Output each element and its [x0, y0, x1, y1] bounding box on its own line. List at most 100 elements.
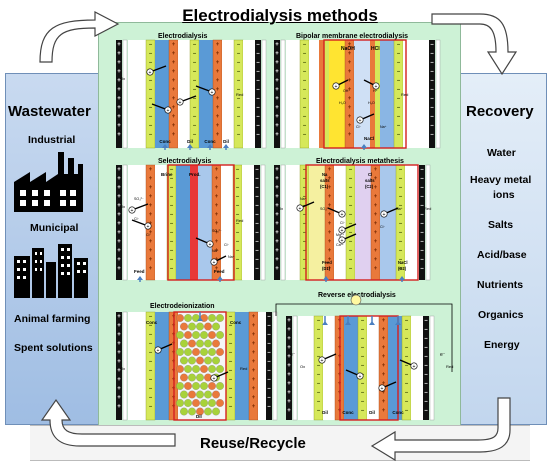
sed-seg-3 — [155, 165, 167, 280]
sed-seg-10-sign: – — [236, 257, 240, 263]
bmed-seg-6-sign: + — [348, 123, 352, 129]
edi-seg-2-sign: – — [149, 359, 153, 365]
red-seg-6-sign: – — [361, 318, 365, 324]
edi-resin-bead — [192, 365, 200, 373]
bmed-seg-2-sign: – — [303, 123, 307, 129]
ed-bottom-label-2: Conc — [204, 139, 216, 144]
bmed-seg-1 — [286, 40, 300, 148]
ed-seg-12-sign: – — [256, 42, 260, 48]
ed-seg-0-sign: + — [117, 51, 121, 57]
edm-seg-0-sign: + — [275, 230, 279, 236]
edm-seg-0-sign: + — [275, 212, 279, 218]
ed-seg-2-sign: – — [149, 123, 153, 129]
bmed-seg-0-sign: + — [275, 123, 279, 129]
ed-ion-2-sign: + — [179, 100, 182, 106]
bmed-seg-12 — [429, 40, 435, 148]
edm-seg-8-sign: + — [374, 185, 378, 191]
sed-seg-4-sign: – — [170, 230, 174, 236]
edi-resin-bead — [200, 365, 208, 373]
bmed-seg-3 — [309, 40, 319, 148]
edm-ion-arrow-3-sign: + — [341, 228, 344, 234]
ed-seg-12-sign: – — [256, 60, 260, 66]
edi-resin-bead — [216, 348, 224, 356]
sed-ion-arrow-2-head — [144, 222, 152, 230]
sed-seg-12-sign: – — [255, 212, 259, 218]
sed-seg-4-sign: – — [170, 212, 174, 218]
bmed-ion-arrow-2-head — [372, 82, 380, 90]
sed-prod-label: Prod. — [189, 172, 201, 177]
ed-seg-0-sign: + — [117, 123, 121, 129]
sed-seg-10-sign: – — [236, 194, 240, 200]
red-seg-2-sign: – — [317, 318, 321, 324]
edm-seg-9 — [380, 165, 396, 280]
edm-seg-10-sign: – — [399, 185, 403, 191]
red-seg-6-sign: – — [361, 336, 365, 342]
edm-seg-6-sign: – — [349, 239, 353, 245]
bmed-seg-2-sign: – — [303, 87, 307, 93]
ed-seg-5 — [178, 40, 190, 148]
sed-seg-0-sign: + — [117, 230, 121, 236]
bmed-seg-6-sign: + — [348, 105, 352, 111]
bmed-seg-11 — [403, 40, 429, 148]
edi-seg-2-sign: – — [149, 404, 153, 410]
edm-ion-arrow-4-sign: + — [341, 238, 344, 244]
edi-resin-bead — [176, 314, 184, 322]
bmed-ion-4: Cl⁻ — [356, 125, 361, 129]
sed-seg-2-sign: + — [149, 167, 153, 173]
red-outlet-arrow-2-tip — [369, 321, 375, 325]
ed-ion-2-head — [176, 98, 184, 106]
edi-dil-label: Dil — [196, 414, 202, 419]
red-seg-10-sign: – — [405, 399, 409, 405]
title-electrodeionization: Electrodeionization — [150, 303, 215, 310]
red-seg-0-sign: + — [287, 354, 291, 360]
bmed-seg-2-sign: – — [303, 105, 307, 111]
edi-seg-8-sign: + — [252, 386, 256, 392]
edi-seg-0-sign: + — [117, 377, 121, 383]
edi-seg-0-sign: + — [117, 314, 121, 320]
edi-resin-bead — [212, 407, 220, 416]
ed-seg-0-sign: + — [117, 69, 121, 75]
edm-red-label: Red — [424, 206, 431, 211]
edi-seg-2-sign: – — [149, 377, 153, 383]
sed-seg-4-sign: – — [170, 221, 174, 227]
red-seg-10-sign: – — [405, 372, 409, 378]
sed-seg-12-sign: – — [255, 257, 259, 263]
edi-seg-10-sign: – — [267, 350, 271, 356]
ed-seg-4-sign: + — [172, 96, 176, 102]
red-outlet-arrow-0-tip — [322, 321, 328, 325]
bmed-seg-0 — [274, 40, 280, 148]
sed-seg-6 — [190, 165, 198, 280]
ed-seg-8-sign: + — [216, 132, 220, 138]
edi-seg-0-sign: + — [117, 395, 121, 401]
bmed-seg-8 — [370, 40, 375, 148]
sed-seg-11 — [242, 165, 254, 280]
edm-seg-0-sign: + — [275, 185, 279, 191]
sed-seg-10-sign: – — [236, 203, 240, 209]
edi-seg-10-sign: – — [267, 359, 271, 365]
edm-seg-4-sign: + — [328, 239, 332, 245]
bmed-seg-7 — [354, 40, 370, 148]
edi-seg-8-sign: + — [252, 314, 256, 320]
bmed-seg-10-sign: – — [397, 60, 401, 66]
ed-seg-4-sign: + — [172, 78, 176, 84]
edm-seg-1 — [286, 165, 300, 280]
red-seg-8-sign: + — [382, 381, 386, 387]
title-selectrodialysis: Selectrodialysis — [158, 158, 212, 165]
red-seg-10-sign: – — [405, 354, 409, 360]
red-seg-6-sign: – — [361, 390, 365, 396]
edi-seg-6-sign: – — [229, 350, 233, 356]
sed-seg-12 — [254, 165, 260, 280]
red-seg-0-sign: + — [287, 363, 291, 369]
edi-seg-2-sign: – — [149, 314, 153, 320]
edi-resin-bead — [188, 373, 196, 382]
edm-seg-12-sign: – — [420, 239, 424, 245]
edi-resin-bead — [216, 382, 224, 390]
ed-red-label: Red — [236, 92, 243, 97]
sed-seg-7 — [198, 165, 212, 280]
edm-seg-6-sign: – — [349, 167, 353, 173]
edi-resin-bead — [180, 373, 188, 382]
bmed-seg-5 — [329, 40, 345, 148]
ed-seg-12-sign: – — [256, 51, 260, 57]
red-electron-right: e⁻ — [440, 352, 446, 358]
edi-seg-2-sign: – — [149, 368, 153, 374]
